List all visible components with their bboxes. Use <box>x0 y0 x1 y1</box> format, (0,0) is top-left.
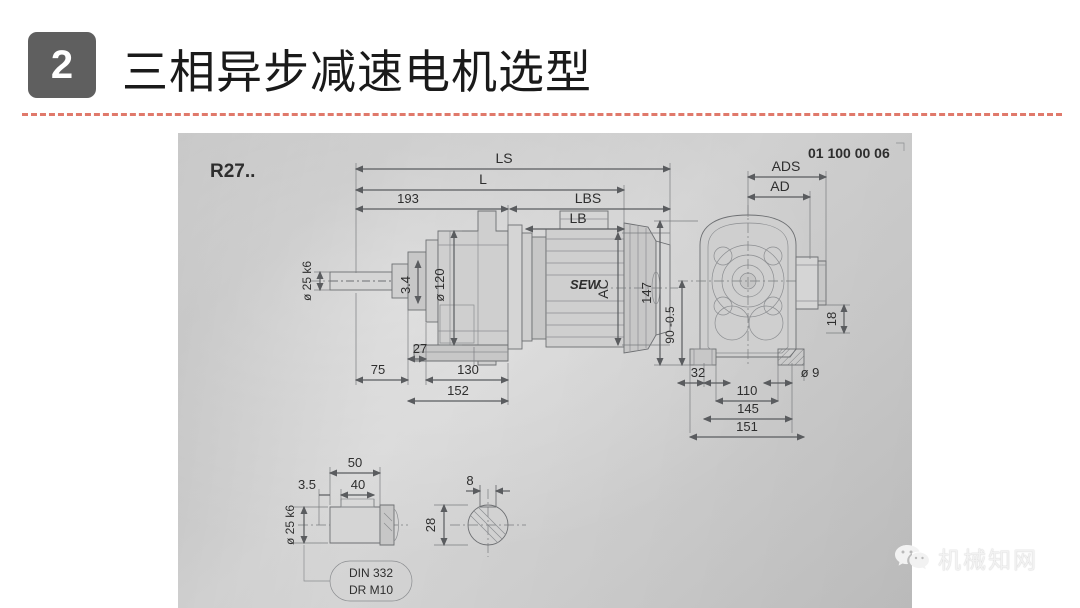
dim-ac: AC <box>595 279 611 298</box>
dim-3-4: 3.4 <box>398 276 413 294</box>
dim-ad: AD <box>770 178 789 194</box>
dim-145: 145 <box>737 401 759 416</box>
dim-193: 193 <box>397 191 419 206</box>
dim-130: 130 <box>457 362 479 377</box>
side-view: ADS AD 147 90 -0.5 18 32 <box>639 158 850 441</box>
dim-shaft-dia: ø 25 k6 <box>300 261 314 301</box>
front-view: SEW LS L <box>300 150 678 405</box>
dim-147: 147 <box>639 282 654 304</box>
dim-28: 28 <box>423 518 438 532</box>
watermark-text: 机械知网 <box>938 547 1038 573</box>
datasheet-photo: .ln{stroke:#6d6f72;stroke-width:0.9;fill… <box>178 133 912 608</box>
dim-151: 151 <box>736 419 758 434</box>
title-divider <box>22 113 1062 116</box>
dim-18: 18 <box>824 312 839 326</box>
detail-view-key-section: 8 28 <box>423 473 526 557</box>
detail-view-shaft-end: 50 3.5 40 ø 25 k6 DIN 332 DR M10 <box>283 455 413 602</box>
dim-dia-9: ø 9 <box>801 365 820 380</box>
dim-90: 90 -0.5 <box>663 306 677 344</box>
watermark: 机械知网 <box>895 541 1038 575</box>
section-number-badge: 2 <box>28 32 96 98</box>
dim-lbs: LBS <box>575 190 601 206</box>
dim-110: 110 <box>737 383 758 398</box>
section-number: 2 <box>50 43 74 87</box>
corner-mark <box>896 142 905 151</box>
note-din: DIN 332 <box>349 566 393 580</box>
dim-152: 152 <box>447 383 469 398</box>
dim-27: 27 <box>413 341 427 356</box>
dim-l: L <box>479 171 487 187</box>
dim-dia-120: ø 120 <box>432 268 447 301</box>
page-title: 三相异步减速电机选型 <box>122 46 592 98</box>
dim-ls: LS <box>495 150 512 166</box>
model-label: R27.. <box>210 161 255 182</box>
dim-8: 8 <box>466 473 473 488</box>
dim-ads: ADS <box>772 158 801 174</box>
dim-50: 50 <box>348 455 362 470</box>
dim-40: 40 <box>351 477 365 492</box>
technical-drawing: .ln{stroke:#6d6f72;stroke-width:0.9;fill… <box>210 142 905 602</box>
dim-lb: LB <box>569 210 586 226</box>
wechat-icon <box>895 545 929 570</box>
dim-32: 32 <box>691 365 705 380</box>
dim-75: 75 <box>371 362 385 377</box>
dim-3-5: 3.5 <box>298 477 316 492</box>
doc-code: 01 100 00 06 <box>808 145 890 161</box>
motor-brand-label: SEW <box>570 277 601 292</box>
slide-header: 2 三相异步减速电机选型 <box>0 0 1080 126</box>
dim-detail-shaft-dia: ø 25 k6 <box>283 505 297 545</box>
note-dr: DR M10 <box>349 583 393 597</box>
